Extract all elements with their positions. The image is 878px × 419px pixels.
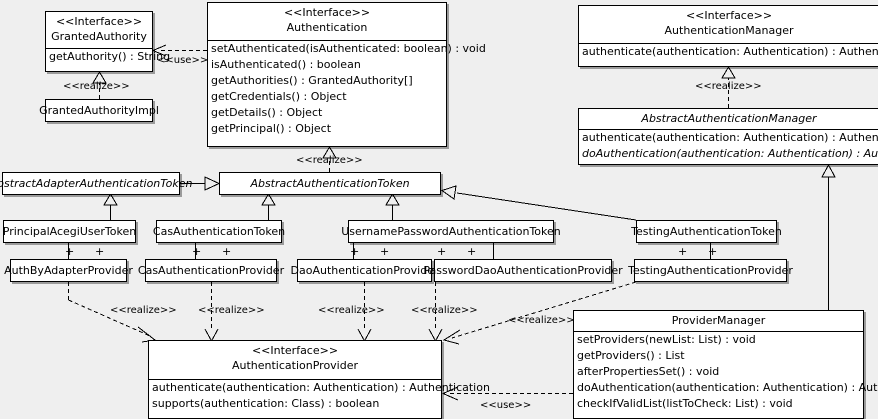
class-auth-by-adapter-provider[interactable]: AuthByAdapterProvider — [4, 259, 133, 282]
operation: authenticate(authentication: Authenticat… — [582, 45, 878, 58]
operation: getDetails() : Object — [211, 106, 323, 119]
class-abstract-adapter-authentication-token[interactable]: AbstractAdapterAuthenticationToken — [0, 172, 192, 195]
class-name: UsernamePasswordAuthenticationToken — [341, 224, 561, 238]
class-authentication[interactable]: <<Interface>> Authentication setAuthenti… — [207, 2, 486, 147]
multiplicity-plus: + — [678, 245, 688, 258]
class-username-password-authentication-token[interactable]: UsernamePasswordAuthenticationToken — [341, 220, 561, 243]
class-authentication-manager[interactable]: <<Interface>> AuthenticationManager auth… — [578, 5, 878, 67]
multiplicity-plus: + — [708, 245, 718, 258]
operation: authenticate(authentication: Authenticat… — [152, 381, 490, 394]
operation: getProviders() : List — [577, 349, 685, 362]
class-cas-authentication-provider[interactable]: CasAuthenticationProvider — [138, 259, 284, 282]
multiplicity-plus: + — [350, 245, 360, 258]
operations-compartment: authenticate(authentication: Authenticat… — [579, 44, 878, 60]
operation: setProviders(newList: List) : void — [577, 333, 756, 346]
stereotype-interface: <<Interface>> — [685, 9, 773, 22]
label-realize-dao-authentication-provider: <<realize>> — [318, 305, 385, 316]
label-use-authentication-granted-authority: <<use>> — [157, 55, 209, 66]
class-name: AuthByAdapterProvider — [4, 263, 133, 277]
operation: isAuthenticated() : boolean — [211, 58, 361, 71]
label-realize-granted-authority-impl: <<realize>> — [63, 81, 130, 92]
class-name: PasswordDaoAuthenticationProvider — [423, 263, 623, 277]
operations-compartment: getAuthority() : String — [46, 49, 171, 65]
operation: getAuthorities() : GrantedAuthority[] — [211, 74, 413, 87]
class-name: TestingAuthenticationProvider — [628, 263, 793, 277]
operation: authenticate(authentication: Authenticat… — [582, 131, 878, 144]
stereotype-interface: <<Interface>> — [283, 6, 371, 19]
operations-compartment: setAuthenticated(isAuthenticated: boolea… — [208, 41, 486, 137]
class-name: CasAuthenticationProvider — [137, 263, 285, 277]
class-granted-authority-impl[interactable]: GrantedAuthorityImpl — [39, 99, 159, 122]
label-realize-abstract-authentication-manager: <<realize>> — [695, 81, 762, 92]
class-name: ProviderManager — [671, 314, 766, 327]
operations-compartment: authenticate(authentication: Authenticat… — [579, 130, 878, 162]
class-name: AuthenticationManager — [664, 24, 794, 37]
multiplicity-plus: + — [380, 245, 390, 258]
class-testing-authentication-provider[interactable]: TestingAuthenticationProvider — [628, 259, 793, 282]
class-name: GrantedAuthorityImpl — [39, 103, 159, 117]
multiplicity-plus: + — [222, 245, 232, 258]
multiplicity-plus: + — [95, 245, 105, 258]
class-name: AbstractAdapterAuthenticationToken — [0, 176, 193, 190]
class-name: GrantedAuthority — [51, 30, 147, 43]
class-testing-authentication-token[interactable]: TestingAuthenticationToken — [631, 220, 782, 243]
class-abstract-authentication-token[interactable]: AbstractAuthenticationToken — [219, 172, 441, 195]
class-dao-authentication-provider[interactable]: DaoAuthenticationProvider — [291, 259, 439, 282]
operation: doAuthentication(authentication: Authent… — [582, 147, 878, 160]
class-name: Authentication — [286, 21, 368, 34]
class-name: AbstractAuthenticationToken — [250, 176, 410, 190]
multiplicity-plus: + — [467, 245, 477, 258]
label-realize-cas-authentication-provider: <<realize>> — [198, 305, 265, 316]
label-realize-authentication-token: <<realize>> — [296, 155, 363, 166]
class-name: TestingAuthenticationToken — [631, 224, 782, 238]
class-name: AuthenticationProvider — [231, 359, 359, 372]
operation: doAuthentication(authentication: Authent… — [577, 381, 878, 394]
stereotype-interface: <<Interface>> — [251, 344, 339, 357]
class-authentication-provider[interactable]: <<Interface>> AuthenticationProvider aut… — [148, 340, 490, 419]
class-name: AbstractAuthenticationManager — [641, 112, 817, 125]
operation: getCredentials() : Object — [211, 90, 347, 103]
class-granted-authority[interactable]: <<Interface>> GrantedAuthority getAuthor… — [45, 11, 171, 72]
label-use-provider-manager-authentication-provider: <<use>> — [480, 400, 532, 411]
class-principal-acegi-user-token[interactable]: PrincipalAcegiUserToken — [3, 220, 136, 243]
class-name: CasAuthenticationToken — [152, 224, 286, 238]
class-name: PrincipalAcegiUserToken — [2, 224, 137, 238]
operation: checkIfValidList(listToCheck: List) : vo… — [577, 397, 793, 410]
operation: supports(authentication: Class) : boolea… — [152, 397, 380, 410]
multiplicity-plus: + — [65, 245, 75, 258]
class-abstract-authentication-manager[interactable]: AbstractAuthenticationManager authentica… — [578, 108, 878, 165]
operation: getPrincipal() : Object — [211, 122, 332, 135]
label-realize-password-dao-authentication-provider: <<realize>> — [411, 305, 478, 316]
class-provider-manager[interactable]: ProviderManager setProviders(newList: Li… — [573, 310, 878, 419]
label-realize-auth-by-adapter-provider: <<realize>> — [110, 305, 177, 316]
operation: afterPropertiesSet() : void — [577, 365, 720, 378]
operations-compartment: setProviders(newList: List) : void getPr… — [574, 332, 878, 412]
class-cas-authentication-token[interactable]: CasAuthenticationToken — [152, 220, 286, 243]
operation: setAuthenticated(isAuthenticated: boolea… — [211, 42, 486, 55]
operations-compartment: authenticate(authentication: Authenticat… — [149, 380, 490, 412]
stereotype-interface: <<Interface>> — [55, 15, 143, 28]
class-name: DaoAuthenticationProvider — [290, 263, 439, 277]
multiplicity-plus: + — [192, 245, 202, 258]
operation: getAuthority() : String — [49, 50, 171, 63]
class-password-dao-authentication-provider[interactable]: PasswordDaoAuthenticationProvider — [423, 259, 623, 282]
label-realize-testing-authentication-provider: <<realize>> — [508, 315, 575, 326]
multiplicity-plus: + — [437, 245, 447, 258]
